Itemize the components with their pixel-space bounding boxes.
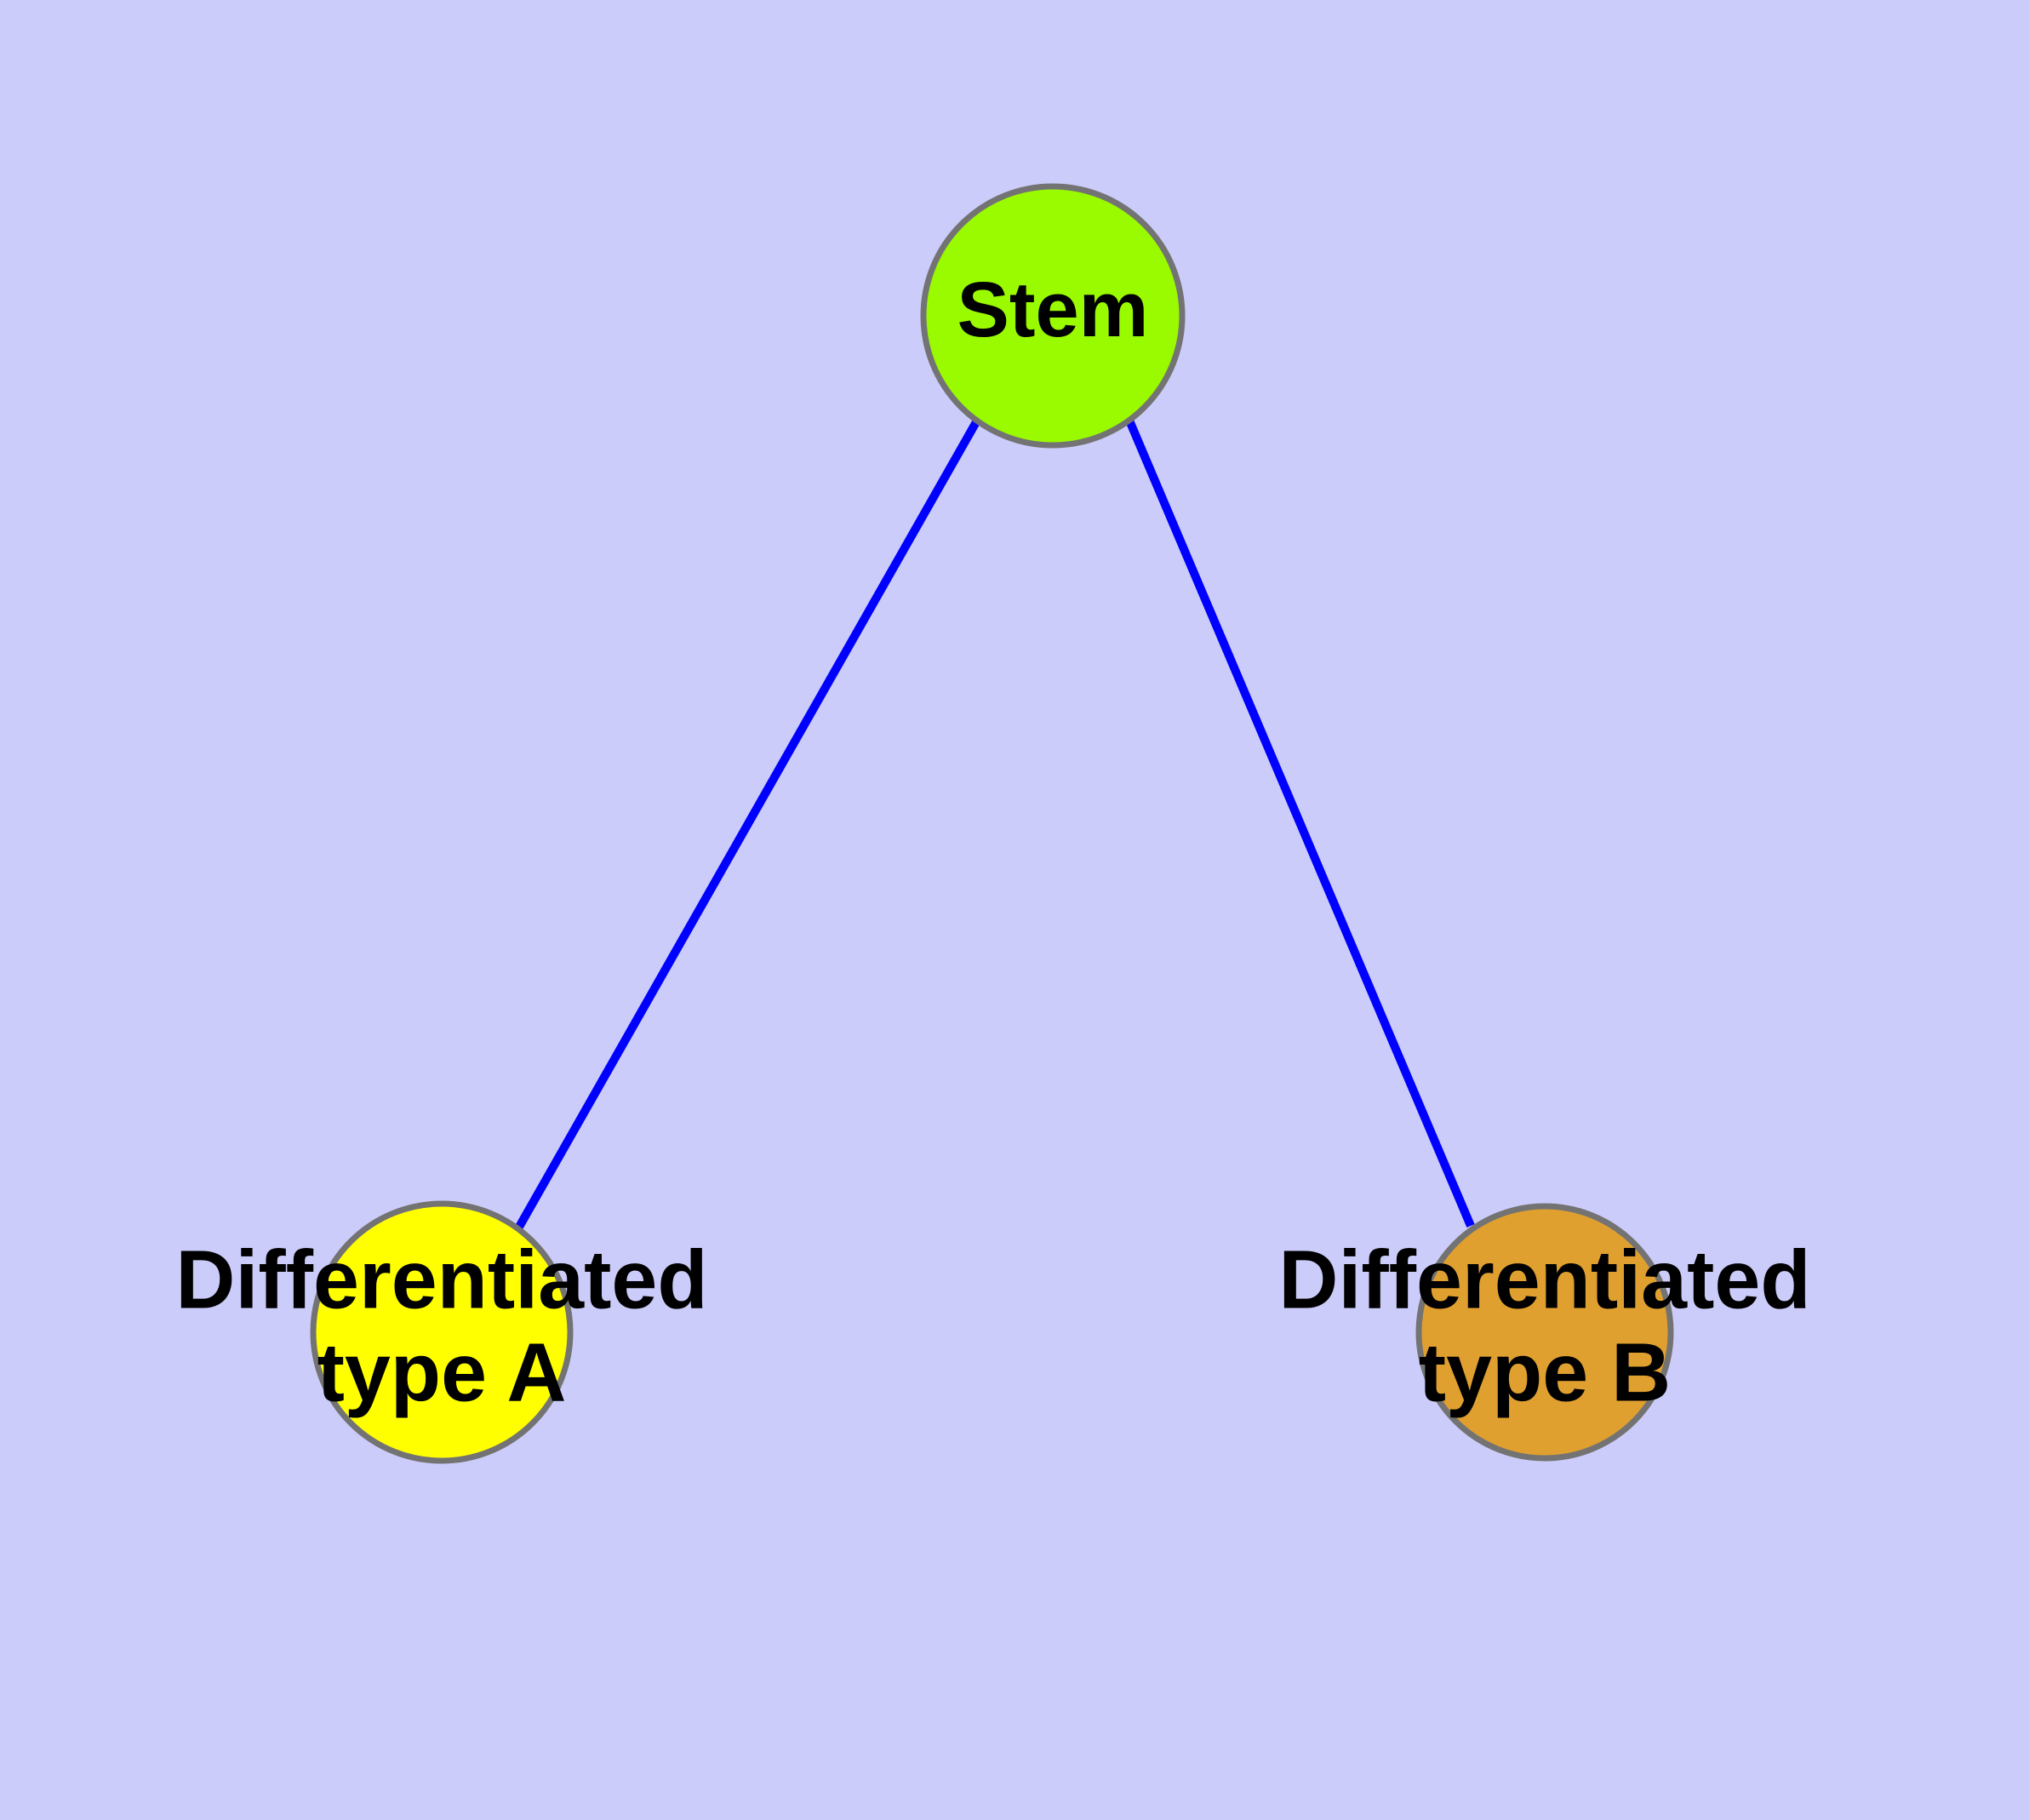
node-differentiated-type-a[interactable] [310, 1200, 574, 1464]
node-stem[interactable] [920, 183, 1186, 449]
node-differentiated-type-b[interactable] [1415, 1203, 1674, 1462]
edge-stem-to-differentiated-type-b[interactable] [1125, 419, 1475, 1228]
node-differentiated-type-a-circle[interactable] [310, 1200, 574, 1464]
edge-stem-to-differentiated-type-a[interactable] [514, 418, 981, 1231]
node-stem-circle[interactable] [920, 183, 1186, 449]
node-stem-label: Stem [957, 266, 1149, 353]
edge-layer [514, 418, 1475, 1231]
node-layer [310, 183, 1674, 1464]
node-differentiated-type-b-circle[interactable] [1415, 1203, 1674, 1462]
